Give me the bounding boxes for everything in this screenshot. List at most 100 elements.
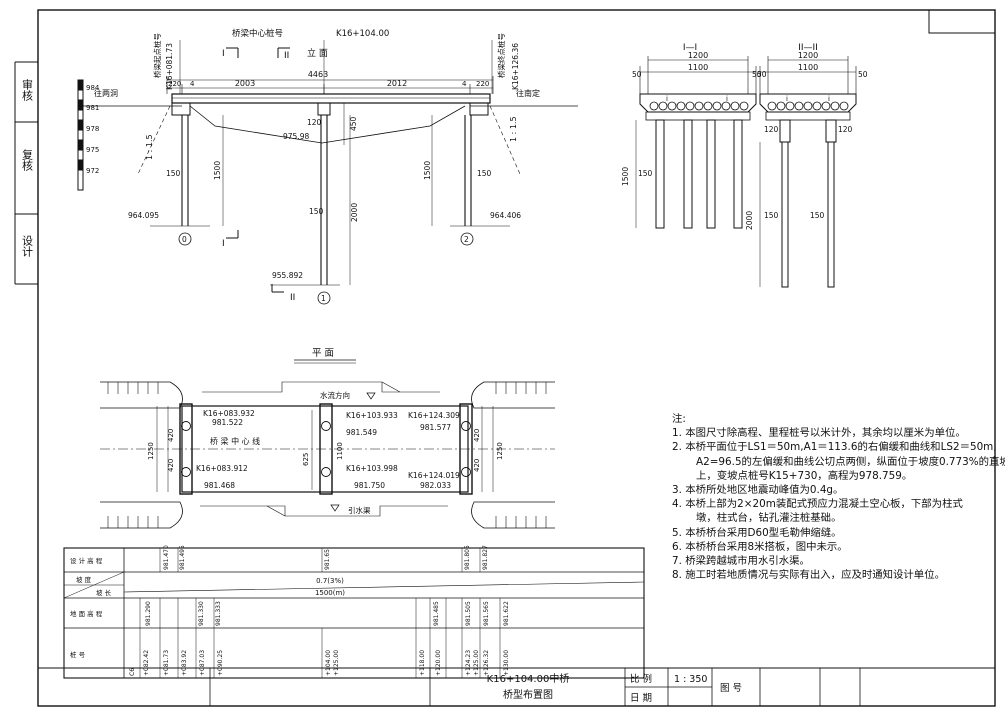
plan-dim-left-420b: 420 <box>167 459 175 472</box>
bridge-deck <box>171 93 491 104</box>
cut-mark-i-bottom: I <box>222 239 225 249</box>
note-line-5: 3. 本桥所处地区地震动峰值为0.4g。 <box>672 484 844 497</box>
elevation-title: 立 面 <box>307 47 328 59</box>
dim-pile-len-l: 1500 <box>213 161 222 180</box>
elevation-labels: 桥梁中心桩号 K16+104.00 桥梁起点桩号 K16+081.73 桥梁终点… <box>86 28 540 303</box>
section-ii-pile-dia-l: 150 <box>764 211 779 220</box>
table-row-design: 设 计 高 程 <box>70 556 103 565</box>
table-row-slope: 坡 度 <box>76 575 92 584</box>
dim-abut-l: 220 <box>168 80 181 88</box>
slope-left: 1 : 1.5 <box>145 134 154 160</box>
section-ii-edge-l: 50 <box>752 70 762 79</box>
section-ii-height: 2000 <box>745 211 754 230</box>
dim-pile-dia-mid: 150 <box>309 207 324 216</box>
dim-pile-len-r: 1500 <box>423 161 432 180</box>
ground-value-6: 981.565 <box>483 601 490 626</box>
scale-label: 比 例 <box>630 673 652 685</box>
signoff-review: 审核 <box>21 78 34 102</box>
scale-tick-981: 981 <box>86 104 99 112</box>
station-3: +081.73 <box>163 650 170 676</box>
note-line-11: 8. 施工时若地质情况与实际有出入，应及时通知设计单位。 <box>672 569 945 582</box>
section-ii-width-inner: 1100 <box>798 63 818 72</box>
section-ii-labels: II—II 1200 1100 50 50 120 120 150 150 20… <box>745 43 868 230</box>
section-i-labels: I—I 1200 1100 50 50 150 1500 i i <box>621 43 767 186</box>
drawing-title-2: 桥型布置图 <box>503 688 553 701</box>
station-1: C6 <box>129 668 136 676</box>
design-value-2: 981.495 <box>179 545 186 570</box>
design-value-1: 981.470 <box>163 545 170 570</box>
station-9: +118.00 <box>419 650 426 676</box>
note-line-6: 4. 本桥上部为2×20m装配式预应力混凝土空心板，下部为柱式 <box>672 498 963 511</box>
plan-stake-2: K16+083.912 <box>196 464 248 473</box>
section-ii-edge-r: 50 <box>858 70 868 79</box>
signoff-design: 设计 <box>21 235 34 258</box>
outflow-label: 引水渠 <box>348 505 371 515</box>
section-ii-cap-l: 120 <box>764 125 779 134</box>
section-ii-title: II—II <box>798 43 818 53</box>
station-12: +125.00 <box>473 650 480 676</box>
ground-value-5: 981.505 <box>465 601 472 626</box>
cut-mark-ii-bottom: II <box>290 293 295 303</box>
to-left-label: 往两洞 <box>94 88 118 98</box>
plan-elev-2: 981.468 <box>204 481 235 490</box>
station-4: +083.92 <box>181 650 188 676</box>
ground-value-4: 981.485 <box>433 601 440 626</box>
section-ii-width-total: 1200 <box>798 51 818 60</box>
title-block <box>38 667 995 706</box>
scale-value: 1 : 350 <box>674 674 707 685</box>
section-i-edge-l: 50 <box>632 70 642 79</box>
end-stake-value: K16+126.36 <box>511 43 520 90</box>
ground-value-1: 981.290 <box>145 601 152 626</box>
pier-number-0: 0 <box>182 235 187 244</box>
section-i <box>635 56 757 229</box>
station-7: +104.00 <box>325 650 332 676</box>
section-ii-slope-r: i <box>828 95 830 103</box>
plan-dim-left-420a: 420 <box>167 429 175 442</box>
plan-dim-left-1250: 1250 <box>147 442 155 460</box>
corner-box <box>928 9 996 34</box>
plan-stake-1: K16+083.932 <box>203 409 255 418</box>
sheet-border <box>37 9 996 707</box>
elevation-view <box>77 40 578 305</box>
profile-table-labels: 设 计 高 程 坡 度 坡 长 地 面 高 程 桩 号 981.470 981.… <box>70 545 510 676</box>
plan-dim-mid-1100: 1100 <box>336 442 344 460</box>
signoff-check: 复核 <box>21 148 34 172</box>
section-i-width-total: 1200 <box>688 51 708 60</box>
scale-tick-984: 984 <box>86 84 100 92</box>
ground-value-3: 981.333 <box>215 601 222 626</box>
elevation-scale-bar <box>77 79 84 191</box>
note-line-1: 1. 本图尺寸除高程、里程桩号以米计外，其余均以厘米为单位。 <box>672 427 966 440</box>
plan-dim-right-420b: 420 <box>473 459 481 472</box>
pier-number-2: 2 <box>464 235 469 244</box>
section-i-slope-l: i <box>666 95 668 103</box>
title-block-labels: K16+104.00中桥 桥型布置图 比 例 1 : 350 日 期 图 号 <box>487 672 742 704</box>
scale-tick-978: 978 <box>86 125 99 133</box>
note-line-9: 6. 本桥桥台采用8米搭板，图中未示。 <box>672 540 848 553</box>
plan-elev-1: 981.522 <box>212 418 243 427</box>
note-line-8: 5. 本桥桥台采用D60型毛勒伸缩缝。 <box>672 526 842 539</box>
ground-value-7: 981.622 <box>503 601 510 626</box>
elev-pile-r: 964.406 <box>490 211 521 220</box>
start-stake-value: K16+081.73 <box>165 43 174 90</box>
signoff-strip: 审核 复核 设计 <box>14 61 38 285</box>
plan-elev-3: 981.549 <box>346 428 377 437</box>
dim-pile-dia-r: 150 <box>477 169 492 178</box>
plan-title: 平 面 <box>312 348 334 359</box>
dim-total: 4463 <box>308 70 328 79</box>
section-ii-slope-l: i <box>786 95 788 103</box>
section-i-title: I—I <box>683 43 697 53</box>
section-i-edge-r: 50 <box>757 70 767 79</box>
note-line-10: 7. 桥梁跨越城市用水引水渠。 <box>672 555 810 568</box>
dim-end-l: 4 <box>190 80 195 88</box>
plan-elev-6: 982.033 <box>420 481 451 490</box>
station-6: +090.25 <box>217 650 224 676</box>
sheet-number-label: 图 号 <box>720 683 742 694</box>
bridge-center-label: 桥 梁 中 心 线 <box>210 436 260 446</box>
section-i-height: 1500 <box>621 167 630 186</box>
plan-dim-mid-625: 625 <box>302 453 310 466</box>
dim-end-r: 4 <box>462 80 467 88</box>
station-14: +130.00 <box>503 650 510 676</box>
plan-stake-5: K16+124.309 <box>408 411 460 420</box>
section-i-slope-r: i <box>726 95 728 103</box>
